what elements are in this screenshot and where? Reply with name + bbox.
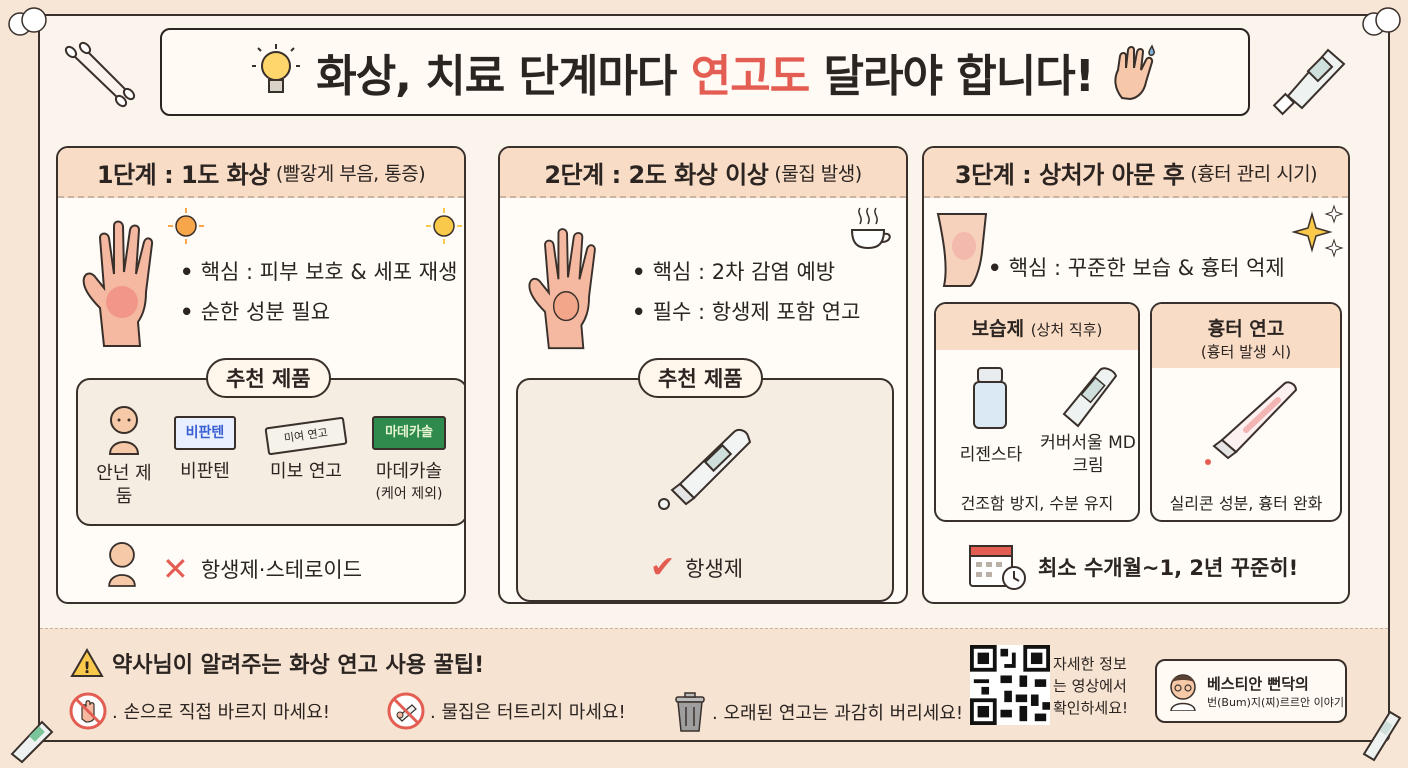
blister-hand-icon [528, 228, 596, 350]
red-hand-icon [82, 220, 154, 347]
qr-caption: 자세한 정보는 영상에서 확인하세요! [1053, 655, 1129, 717]
tip-item: . 손으로 직접 바르지 마세요! [68, 691, 330, 731]
calendar-clock-icon [969, 545, 1026, 590]
product-item: 안넌 제둠 [92, 404, 156, 508]
moisturizer-item: 리젠스타 [959, 445, 1023, 465]
sparkle-icon [1292, 204, 1344, 258]
tip-item: . 오래된 연고는 과감히 버리세요! [672, 691, 963, 733]
cloud-icon [8, 7, 47, 36]
lightbulb-icon [252, 44, 301, 93]
stage3-duration: 최소 수개월~1, 2년 꾸준히! [1038, 556, 1299, 580]
stage1-bullets: 핵심 : 피부 보호 & 세포 재생 순한 성분 필요 [180, 252, 458, 332]
sun-icon [168, 208, 204, 244]
bullet-item: 핵심 : 꾸준한 보습 & 흉터 억제 [988, 248, 1285, 288]
bullet-item: 필수 : 항생제 포함 연고 [632, 292, 861, 332]
stage1-recommend-title: 추천 제품 [206, 358, 331, 398]
scar-ointment-card: 흉터 연고(흉터 발생 시) 실리콘 성분, 흉터 완화 [1150, 302, 1342, 522]
moisturizer-card: 보습제 (상처 직후) 리젠스타 커버서울 MD 크림 건조함 방지, 수분 유… [934, 302, 1140, 522]
ointment-tube-icon [10, 720, 54, 764]
teacup-icon [850, 207, 891, 250]
stage2-recommend-title: 추천 제품 [638, 358, 763, 398]
ointment-tube-icon [1272, 48, 1346, 116]
scar-gel-tube-icon [1205, 381, 1298, 465]
sun-icon [426, 208, 462, 244]
cream-jar-icon [973, 367, 1007, 429]
pharmacist-avatar [1170, 674, 1196, 711]
cotton-swabs-icon [64, 41, 136, 108]
ointment-tube-icon [658, 428, 752, 510]
title-banner: 화상, 치료 단계마다 연고도 달라야 합니다! [160, 28, 1250, 116]
stage2-recommend-box [516, 378, 894, 602]
ointment-tube-icon [1362, 710, 1402, 762]
bullet-item: 핵심 : 2차 감염 예방 [632, 252, 860, 292]
channel-badge: 베스티안 뻔닥의 번(Bum)지(찌)르르안 이야기 [1155, 659, 1347, 723]
stage2-header: 2단계 : 2도 화상 이상(물집 발생) [500, 148, 906, 198]
tube-icon: 미여 연고 [264, 416, 348, 456]
svg-text:!: ! [83, 658, 90, 677]
badge-subtitle: 번(Bum)지(찌)르르안 이야기 [1207, 695, 1344, 709]
stage2-check: ✔ 항생제 [650, 550, 744, 585]
check-icon: ✔ [650, 550, 676, 585]
baby-icon [108, 406, 140, 455]
stage1-warning: ✕ 항생제·스테로이드 [162, 550, 363, 588]
page-title: 화상, 치료 단계마다 연고도 달라야 합니다! [316, 51, 1095, 102]
stage2-bullets: 핵심 : 2차 감염 예방 필수 : 항생제 포함 연고 [632, 252, 861, 332]
stage3-panel: 3단계 : 상처가 아문 후(흉터 관리 시기) 핵심 : 꾸준한 보습 & 흉… [922, 146, 1350, 604]
stage1-panel: 1단계 : 1도 화상(빨갛게 부음, 통증) 핵심 : 피부 보호 & 세포 … [56, 146, 466, 604]
stage3-bullets: 핵심 : 꾸준한 보습 & 흉터 억제 [988, 248, 1285, 288]
product-item: 마데카솔 마데카솔 (케어 제외) [364, 416, 454, 506]
product-item: 비판텐 비판텐 [168, 416, 242, 483]
hand-drop-icon [1114, 44, 1155, 101]
cream-tube-icon [1062, 367, 1118, 428]
bullet-item: 핵심 : 피부 보호 & 세포 재생 [180, 252, 458, 292]
scar-desc: 실리콘 성분, 흉터 완화 [1169, 494, 1323, 513]
healed-arm-icon [936, 213, 988, 287]
baby-icon [108, 541, 136, 587]
tips-title: ! 약사님이 알려주는 화상 연고 사용 꿀팁! [70, 647, 484, 679]
trash-can-icon [675, 692, 705, 732]
product-item: 미여 연고 미보 연고 [258, 416, 354, 483]
cloud-icon [1362, 7, 1401, 36]
qr-code-icon [970, 645, 1050, 725]
moisturizer-item: 커버서울 MD 크림 [1040, 433, 1136, 476]
stage3-header: 3단계 : 상처가 아문 후(흉터 관리 시기) [924, 148, 1348, 198]
x-mark-icon: ✕ [162, 550, 189, 588]
stage1-header: 1단계 : 1도 화상(빨갛게 부음, 통증) [58, 148, 464, 198]
badge-title: 베스티안 뻔닥의 [1207, 674, 1309, 693]
warning-icon: ! [70, 648, 104, 677]
tips-section: ! 약사님이 알려주는 화상 연고 사용 꿀팁! . 손으로 직접 바르지 마세… [40, 628, 1388, 740]
moisturizer-desc: 건조함 방지, 수분 유지 [960, 494, 1114, 513]
stage2-panel: 2단계 : 2도 화상 이상(물집 발생) 핵심 : 2차 감염 예방 필수 :… [498, 146, 908, 604]
box-icon: 비판텐 [174, 416, 236, 450]
no-hand-icon [69, 692, 107, 730]
box-icon: 마데카솔 [372, 416, 446, 450]
no-pop-blister-icon [387, 692, 425, 730]
bullet-item: 순한 성분 필요 [180, 292, 457, 332]
tip-item: . 물집은 터트리지 마세요! [386, 691, 626, 731]
